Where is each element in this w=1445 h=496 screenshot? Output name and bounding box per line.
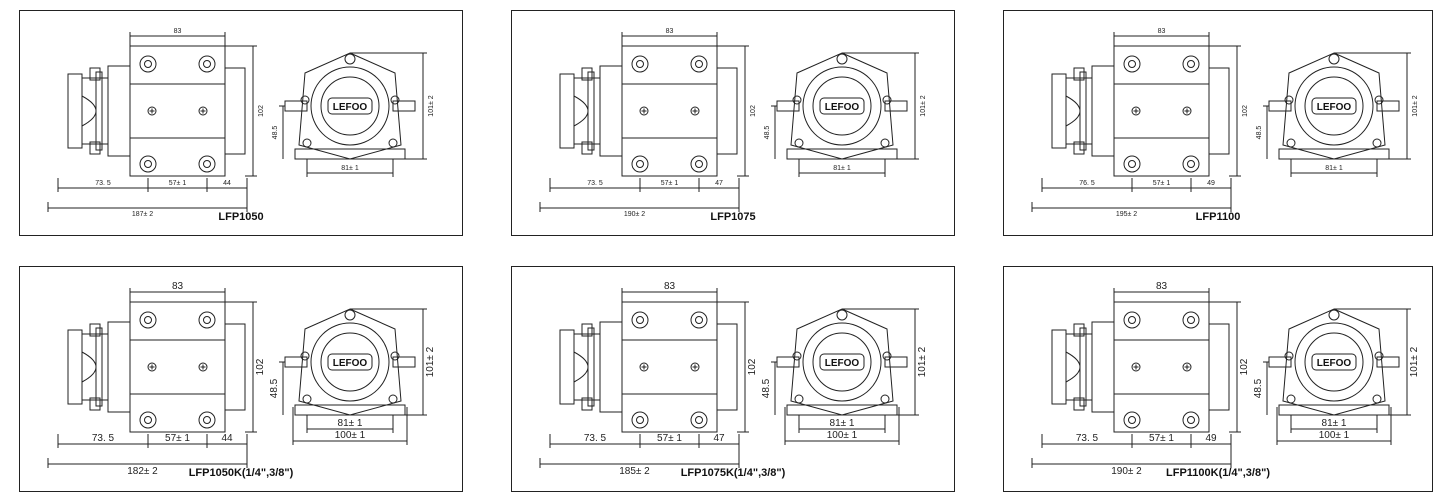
dimension-base-outer-label: 100± 1 (827, 430, 858, 441)
dimension-right-height-label: 101± 2 (917, 346, 928, 377)
dimension-base-label: 81± 1 (338, 418, 363, 429)
lefoo-logo: LEFOO (825, 358, 860, 369)
dimension-left-height-label: 48.5 (269, 378, 280, 398)
model-caption: LFP1075 (710, 211, 756, 223)
dimension-right-height-label: 101± 2 (425, 346, 436, 377)
dimension-seg3-label: 44 (223, 180, 231, 187)
dimension-seg3-label: 49 (1205, 433, 1217, 444)
dimension-total-label: 195± 2 (1116, 211, 1137, 218)
dimension-seg2-label: 57± 1 (661, 180, 679, 187)
dimension-seg3-label: 47 (713, 433, 725, 444)
pump-drawing: 83 102 73. 5 57± 1 44 182± 2 LEFOO 101± 2 48.5 81… (47, 281, 436, 477)
dimension-height-label: 102 (258, 105, 265, 117)
model-caption: LFP1100 (1195, 211, 1241, 223)
lefoo-logo: LEFOO (333, 358, 368, 369)
dimension-width-label: 83 (172, 281, 184, 292)
dimension-seg2-label: 57± 1 (165, 433, 190, 444)
dimension-width-label: 83 (664, 281, 676, 292)
dimension-left-height-label: 48.5 (764, 126, 771, 140)
model-caption: LFP1050K(1/4",3/8") (188, 467, 294, 479)
dimension-height-label: 102 (1242, 105, 1249, 117)
dimension-width-label: 83 (1156, 281, 1168, 292)
dimension-height-label: 102 (255, 358, 266, 375)
dimension-seg1-label: 73. 5 (92, 433, 115, 444)
dimension-total-label: 187± 2 (132, 211, 153, 218)
dimension-width-label: 83 (174, 28, 182, 35)
dimension-base-label: 81± 1 (833, 165, 851, 172)
dimension-seg1-label: 73. 5 (95, 180, 111, 187)
dimension-width-label: 83 (1158, 28, 1166, 35)
lefoo-logo: LEFOO (825, 102, 860, 113)
dimension-seg2-label: 57± 1 (1153, 180, 1171, 187)
dimension-total-label: 190± 2 (1111, 466, 1142, 477)
dimension-seg1-label: 73. 5 (1076, 433, 1099, 444)
dimension-base-outer-label: 100± 1 (1319, 430, 1350, 441)
dimension-seg3-label: 44 (221, 433, 233, 444)
dimension-base-label: 81± 1 (1322, 418, 1347, 429)
pump-drawing: 83 102 73. 5 57± 1 47 185± 2 LEFOO 101± 2 48.5 81… (539, 281, 928, 477)
dimension-total-label: 185± 2 (619, 466, 650, 477)
dimension-base-outer-label: 100± 1 (335, 430, 366, 441)
dimension-base-label: 81± 1 (1325, 165, 1343, 172)
dimension-left-height-label: 48.5 (272, 126, 279, 140)
drawing-panel-lfp1100: 83 102 76. 5 57± 1 49 195± 2 LEFOO 101± 2 48.5 81… (1003, 10, 1433, 236)
dimension-total-label: 182± 2 (127, 466, 158, 477)
dimension-right-height-label: 101± 2 (1412, 95, 1419, 116)
model-caption: LFP1075K(1/4",3/8") (680, 467, 786, 479)
dimension-seg3-label: 49 (1207, 180, 1215, 187)
dimension-left-height-label: 48.5 (1256, 126, 1263, 140)
drawing-panel-lfp1050k: 83 102 73. 5 57± 1 44 182± 2 LEFOO 101± 2 48.5 81… (19, 266, 463, 492)
dimension-left-height-label: 48.5 (761, 378, 772, 398)
drawing-panel-lfp1100k: 83 102 73. 5 57± 1 49 190± 2 LEFOO 101± 2 48.5 81… (1003, 266, 1433, 492)
lefoo-logo: LEFOO (333, 102, 368, 113)
dimension-right-height-label: 101± 2 (1409, 346, 1420, 377)
pump-drawing: 83 102 73. 5 57± 1 47 190± 2 LEFOO 101± 2 48.5 81… (539, 28, 927, 218)
dimension-seg2-label: 57± 1 (1149, 433, 1174, 444)
drawing-panel-lfp1075k: 83 102 73. 5 57± 1 47 185± 2 LEFOO 101± 2 48.5 81… (511, 266, 955, 492)
dimension-base-label: 81± 1 (341, 165, 359, 172)
dimension-height-label: 102 (750, 105, 757, 117)
dimension-width-label: 83 (666, 28, 674, 35)
lefoo-logo: LEFOO (1317, 358, 1352, 369)
dimension-base-label: 81± 1 (830, 418, 855, 429)
dimension-seg1-label: 73. 5 (584, 433, 607, 444)
dimension-height-label: 102 (747, 358, 758, 375)
dimension-right-height-label: 101± 2 (920, 95, 927, 116)
drawing-panel-lfp1075: 83 102 73. 5 57± 1 47 190± 2 LEFOO 101± 2 48.5 81… (511, 10, 955, 236)
dimension-seg3-label: 47 (715, 180, 723, 187)
dimension-total-label: 190± 2 (624, 211, 645, 218)
dimension-seg2-label: 57± 1 (169, 180, 187, 187)
dimension-seg1-label: 73. 5 (587, 180, 603, 187)
dimension-seg2-label: 57± 1 (657, 433, 682, 444)
dimension-height-label: 102 (1239, 358, 1250, 375)
dimension-right-height-label: 101± 2 (428, 95, 435, 116)
dimension-seg1-label: 76. 5 (1079, 180, 1095, 187)
pump-drawing: 83 102 76. 5 57± 1 49 195± 2 LEFOO 101± 2 48.5 81… (1031, 28, 1419, 218)
pump-drawing: 83 102 73. 5 57± 1 44 187± 2 LEFOO 101± 2 48.5 81… (47, 28, 435, 218)
model-caption: LFP1050 (218, 211, 264, 223)
dimension-left-height-label: 48.5 (1253, 378, 1264, 398)
pump-drawing: 83 102 73. 5 57± 1 49 190± 2 LEFOO 101± 2 48.5 81… (1031, 281, 1420, 477)
model-caption: LFP1100K(1/4",3/8") (1166, 467, 1270, 479)
lefoo-logo: LEFOO (1317, 102, 1352, 113)
drawing-panel-lfp1050: 83 102 73. 5 57± 1 44 187± 2 LEFOO 101± 2 48.5 81… (19, 10, 463, 236)
